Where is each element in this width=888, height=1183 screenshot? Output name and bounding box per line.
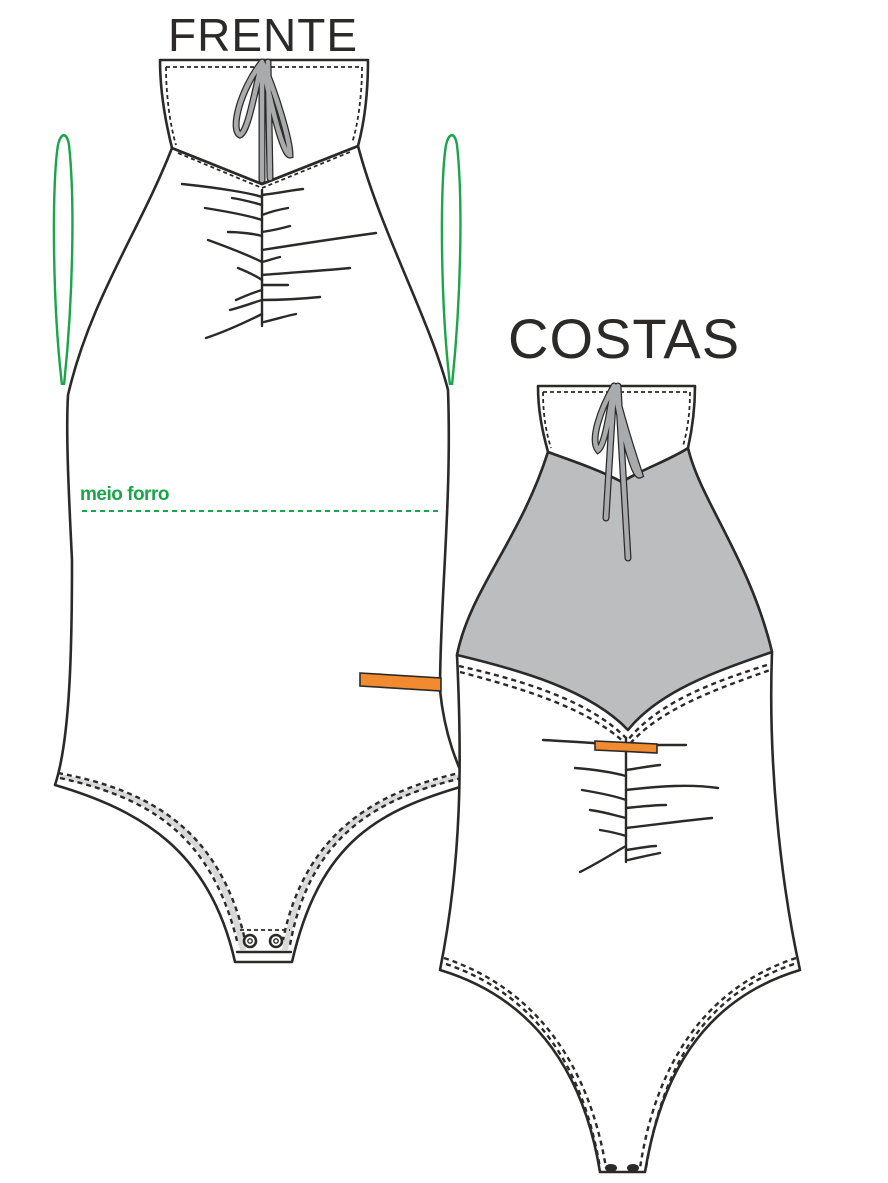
front-hem-stitch-2 <box>59 776 463 946</box>
back-label-tag <box>594 740 658 754</box>
front-neck-tie <box>232 58 294 184</box>
front-gathers <box>180 182 378 340</box>
back-neck-tie <box>591 382 645 562</box>
front-hem-stitch <box>57 770 465 941</box>
front-body-outline <box>53 144 469 964</box>
back-snaps <box>605 1164 639 1172</box>
back-view-title: COSTAS <box>508 307 741 370</box>
lining-label: meio forro <box>80 484 169 505</box>
snap-buttons <box>242 933 284 949</box>
front-bodysuit <box>52 58 469 964</box>
front-crotch-lining <box>60 774 462 950</box>
back-hem-stitch <box>443 956 797 1169</box>
back-bodysuit <box>438 382 802 1174</box>
strap-loops <box>52 134 462 386</box>
front-label-tag <box>359 672 442 692</box>
back-gathers <box>541 736 720 874</box>
back-yoke-stitch-2 <box>459 668 771 748</box>
front-view-title: FRENTE <box>168 9 358 61</box>
back-hem-stitch-2 <box>445 962 795 1169</box>
back-yoke-stitch <box>458 662 771 742</box>
left-strap-loop <box>52 134 74 386</box>
right-strap-loop <box>440 134 462 386</box>
